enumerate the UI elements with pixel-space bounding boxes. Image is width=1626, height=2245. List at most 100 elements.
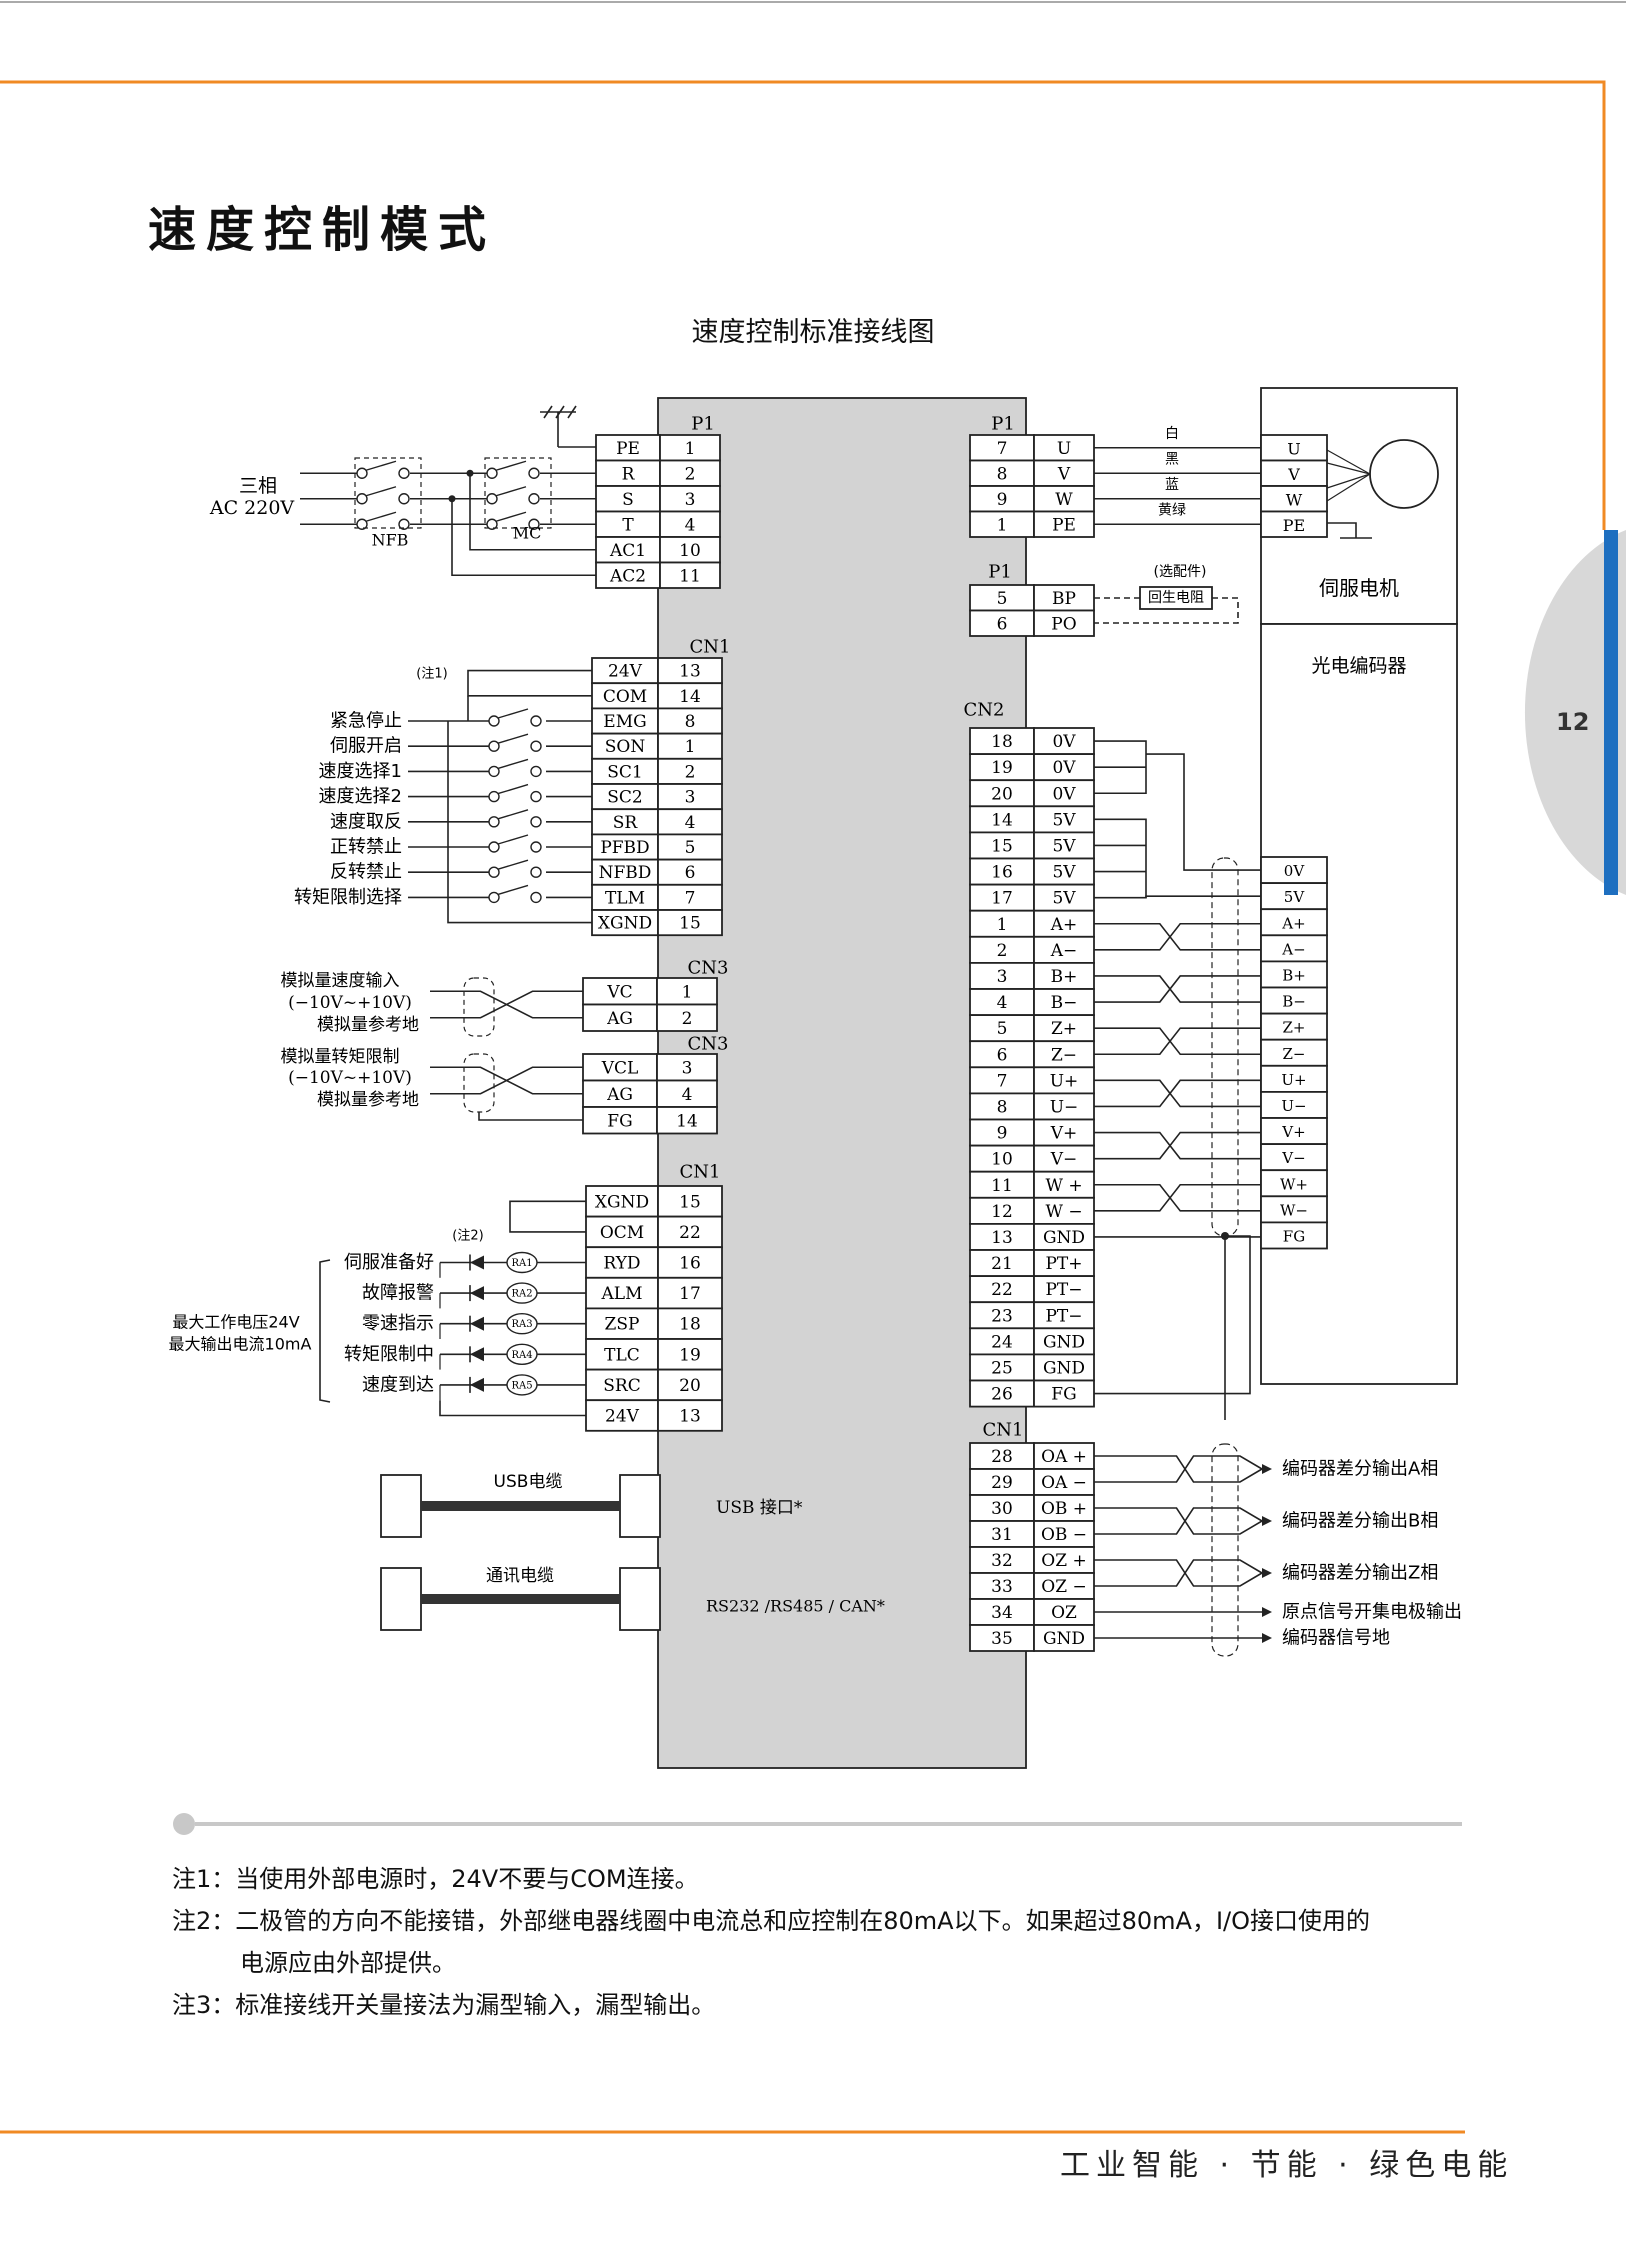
p1-regen-header: P1 — [988, 562, 1012, 583]
enc-output-label: 编码器差分输出Z相 — [1282, 1563, 1438, 1584]
encoder-term-cell — [1260, 1117, 1328, 1146]
output-limit-label: 最大工作电压24V — [172, 1313, 299, 1332]
motor-term-cell — [1260, 434, 1328, 462]
cn1-in-cell-right — [657, 783, 723, 811]
comm-plug-right — [619, 1567, 661, 1631]
cn2-label-right: Z− — [1051, 1045, 1077, 1065]
diode-symbol — [470, 1255, 484, 1270]
cn2-label-left: 17 — [991, 889, 1013, 909]
cn1-out-label-left: TLC — [604, 1345, 640, 1365]
cn2-label-right: U− — [1050, 1097, 1079, 1117]
cn1-out-label-right: 19 — [679, 1345, 701, 1365]
cn2-label-left: 12 — [991, 1202, 1013, 1222]
p1-left-cell-right — [659, 434, 721, 462]
motor-winding — [1326, 473, 1371, 489]
comm-plug-left — [380, 1567, 422, 1631]
cn2-label-left: 5 — [997, 1019, 1008, 1039]
relay-label: RA1 — [511, 1258, 532, 1269]
cn1-in-cell-right — [657, 909, 723, 937]
relay-coil — [506, 1282, 538, 1304]
encoder-twisted-pair — [1140, 1183, 1200, 1212]
p1-left-cell-right — [659, 561, 721, 589]
cn1-in-label-right: 14 — [679, 687, 701, 707]
analog-label: 模拟量速度输入 — [281, 971, 400, 991]
cn1-xgnd-ocm-link — [509, 1200, 586, 1233]
page-tab-bar — [1604, 530, 1618, 895]
cn1-in-label-left: PFBD — [600, 838, 649, 858]
cn3b-cell-right — [656, 1106, 718, 1135]
nfb-switch-blade — [365, 460, 397, 471]
encoder-twisted-pair — [1140, 1079, 1200, 1108]
encoder-5v-wire — [1145, 895, 1261, 898]
nfb-frame — [354, 457, 422, 529]
input-switch-blade — [497, 758, 529, 770]
cn2-label-right: 5V — [1052, 863, 1076, 883]
cn1-enc-label-right: OA + — [1041, 1447, 1087, 1467]
arrow-icon — [1262, 1464, 1272, 1474]
cn1-in-label-right: 13 — [679, 662, 701, 682]
power-label-phase: 三相 — [239, 475, 277, 497]
cn1-enc-label-left: 34 — [991, 1603, 1013, 1623]
cn1-out-label-left: SRC — [603, 1376, 640, 1396]
cn2-label-left: 22 — [991, 1280, 1013, 1300]
input-switch-blade — [497, 859, 529, 870]
cn1-out-cell-right — [657, 1399, 723, 1432]
p1-right-label-right: U — [1057, 439, 1071, 459]
cn1-enc-cell-right — [1033, 1468, 1095, 1496]
input-switch-contact — [530, 765, 542, 778]
input-switch-blade — [497, 884, 529, 896]
cn1-in-label-left: TLM — [605, 888, 645, 908]
arrow-icon — [1262, 1607, 1272, 1617]
analog-shield — [463, 1053, 495, 1113]
cn2-cell-right — [1033, 753, 1095, 782]
regen-wire — [1094, 597, 1239, 624]
cn1-enc-label-right: OZ − — [1041, 1577, 1086, 1597]
mc-switch-contact — [528, 467, 540, 479]
ground-symbol — [555, 405, 565, 419]
analog-twisted-pair — [430, 990, 583, 1019]
p1-regen-label-left: 5 — [997, 589, 1008, 609]
p1-left-label-left: AC2 — [609, 566, 646, 586]
cn3b-cell-left — [582, 1053, 658, 1082]
enc-out-wire — [1210, 1468, 1263, 1483]
enc-out-wire — [1210, 1520, 1263, 1535]
cn2-label-left: 4 — [997, 993, 1008, 1013]
cn2-cell-right — [1033, 1066, 1095, 1095]
cn1-out-cell-right — [657, 1185, 723, 1218]
cn2-label-right: 5V — [1052, 889, 1076, 909]
input-switch-contact — [488, 891, 500, 904]
mc-switch-contact — [486, 518, 498, 530]
motor-winding — [1326, 473, 1371, 502]
p1-left-cell-left — [595, 434, 661, 462]
mc-frame — [484, 457, 552, 529]
p1-left-label-left: S — [622, 490, 634, 510]
enc-out-twisted-pair — [1160, 1559, 1210, 1587]
output-signal-label: 转矩限制中 — [344, 1344, 434, 1365]
p1-left-label-right: 2 — [685, 464, 696, 484]
encoder-term-label: 0V — [1284, 862, 1306, 880]
encoder-term-cell — [1260, 1064, 1328, 1093]
cn1-enc-cell-left — [969, 1520, 1035, 1548]
relay-coil — [506, 1312, 538, 1335]
cn1-in-label-right: 8 — [685, 712, 696, 732]
relay-coil — [506, 1343, 538, 1366]
cn2-label-right: Z+ — [1051, 1019, 1077, 1039]
cn1-in-label-left: XGND — [598, 914, 652, 934]
cn1-enc-label-left: 31 — [991, 1525, 1013, 1545]
encoder-term-label: B− — [1282, 993, 1306, 1011]
cn1-enc-label-right: OZ — [1051, 1603, 1077, 1623]
cn1-in-label-left: NFBD — [599, 863, 652, 883]
motor-winding — [1326, 449, 1371, 475]
cn1-out-label-right: 13 — [679, 1407, 701, 1427]
cn1-out-label-left: ZSP — [605, 1315, 640, 1335]
cn2-label-left: 2 — [997, 941, 1008, 961]
cn3b-label-right: 4 — [682, 1085, 693, 1105]
usb-plug-left — [380, 1474, 422, 1538]
cn3a-label-right: 2 — [682, 1009, 693, 1029]
ac1-wire — [469, 473, 596, 551]
encoder-term-cell — [1260, 1169, 1328, 1198]
note-3: 注3：标准接线开关量接法为漏型输入，漏型输出。 — [172, 1991, 716, 2019]
cn1-out-label-right: 22 — [679, 1223, 701, 1243]
cn2-cell-left — [969, 988, 1035, 1017]
cn2-label-right: B+ — [1051, 967, 1078, 987]
